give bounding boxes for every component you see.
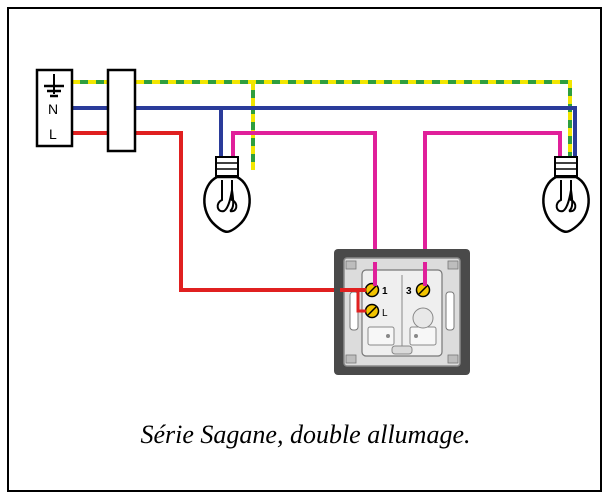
switch-wire-ends (340, 262, 427, 313)
terminal-block: N L (35, 68, 74, 148)
diagram-caption: Série Sagane, double allumage. (140, 420, 471, 449)
switch-terminal-1-label: 1 (382, 286, 388, 297)
switch-terminal-l-label: L (382, 308, 388, 319)
earth-wire (72, 80, 572, 170)
double-switch-icon: 1 3 L (334, 249, 470, 375)
live-terminal-label: L (49, 126, 57, 142)
diagram-frame (7, 7, 602, 492)
switch-terminal-3-label: 3 (406, 286, 412, 297)
lamp-left-icon (203, 156, 251, 233)
neutral-wire (72, 106, 577, 160)
earth-symbol-icon (44, 74, 64, 98)
junction-connector (106, 68, 137, 153)
terminal-l-screw (364, 303, 380, 319)
return-wires (231, 131, 562, 288)
neutral-terminal-label: N (48, 101, 58, 117)
lamp-right-icon (542, 156, 590, 233)
